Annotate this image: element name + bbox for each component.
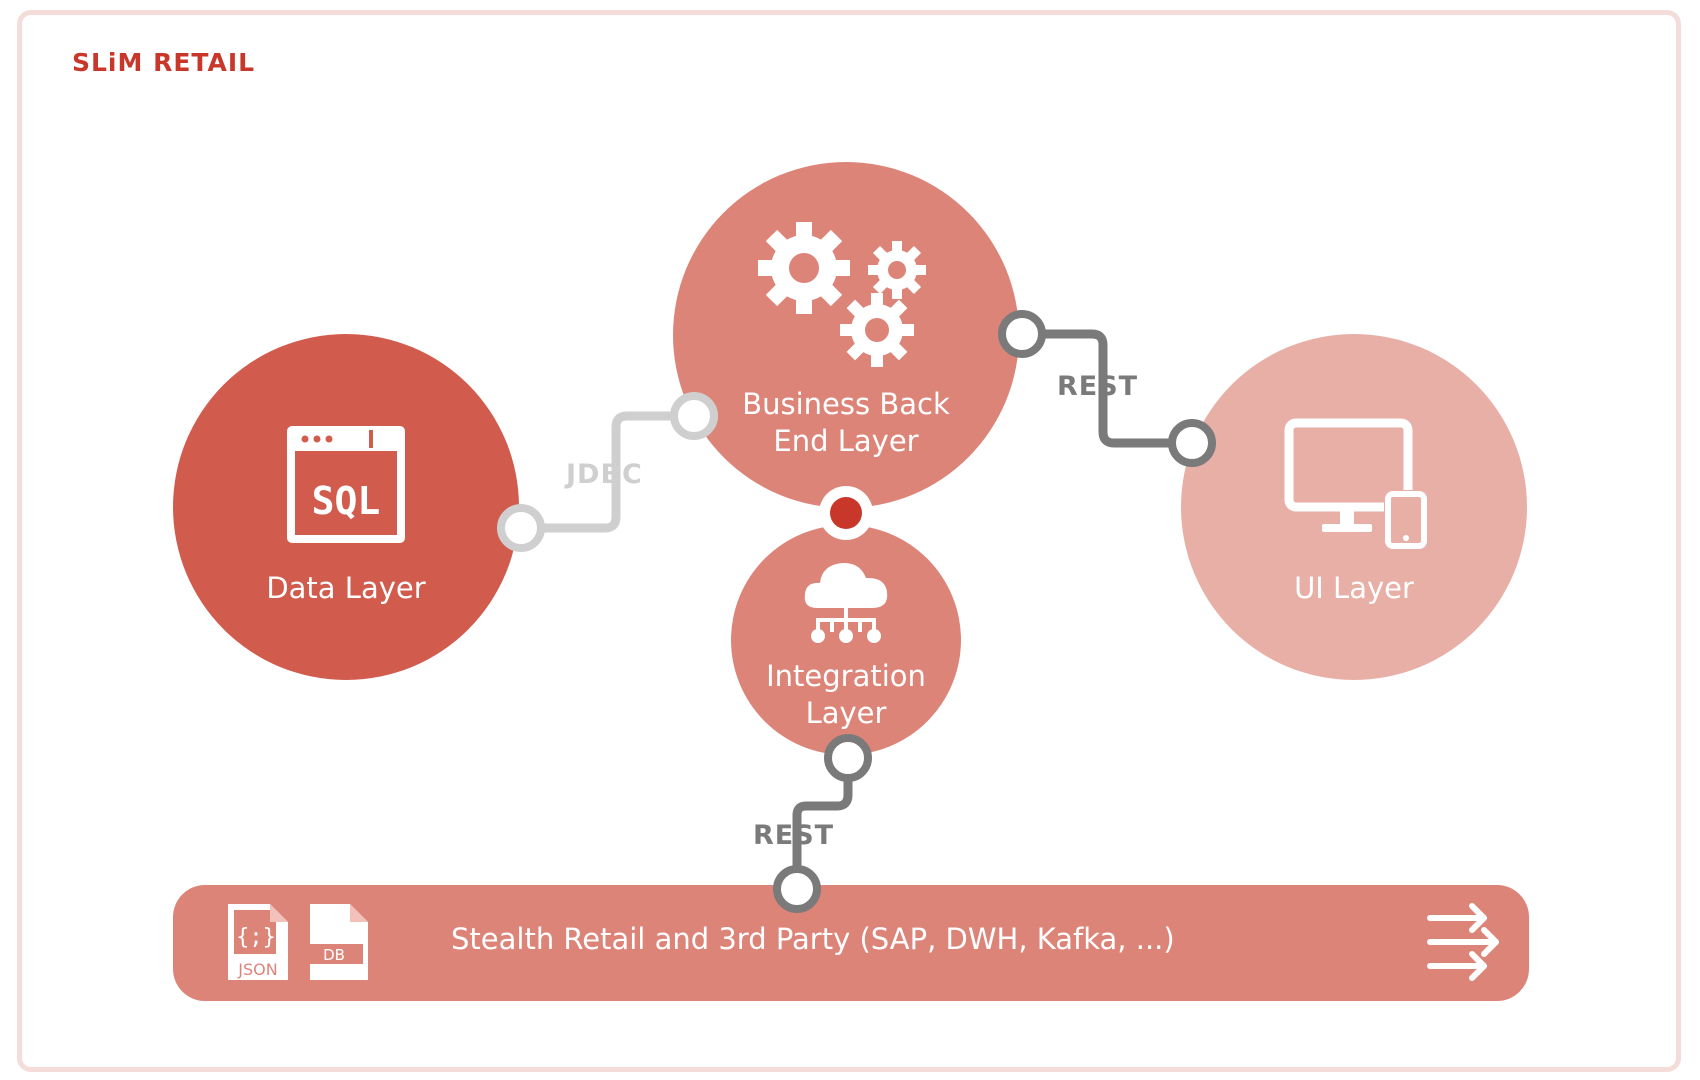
sql-window-icon: SQL xyxy=(287,426,405,543)
db-file-icon: DB xyxy=(305,904,368,980)
integration-layer-label: Integration Layer xyxy=(716,658,976,732)
json-file-icon: {;} JSON xyxy=(228,904,288,980)
rest-label-business-ui: REST xyxy=(1057,371,1139,402)
integration-label-line2: Layer xyxy=(805,696,887,730)
junction-dot xyxy=(830,497,862,529)
jdbc-label: JDBC xyxy=(566,459,643,490)
integration-label-line1: Integration xyxy=(766,659,926,693)
db-icon-text: DB xyxy=(323,946,345,964)
jdbc-connector xyxy=(497,392,718,552)
data-layer-label: Data Layer xyxy=(266,571,426,605)
ui-layer-label: UI Layer xyxy=(1294,571,1414,605)
rest-connector-integration-bar xyxy=(773,734,872,913)
rest-connector-business-ui xyxy=(998,310,1216,467)
json-icon-text: JSON xyxy=(237,960,277,979)
brand-title: SLiM RETAIL xyxy=(72,48,256,77)
business-label-line2: End Layer xyxy=(773,424,919,458)
sql-icon-text: SQL xyxy=(312,479,381,523)
business-label-line1: Business Back xyxy=(742,387,950,421)
json-icon-symbol: {;} xyxy=(236,925,276,950)
business-layer-label: Business Back End Layer xyxy=(696,386,996,460)
gears-icon xyxy=(758,222,926,367)
triple-arrow-icon xyxy=(1427,903,1499,981)
external-systems-bar[interactable] xyxy=(173,885,1529,1001)
monitor-phone-icon xyxy=(1284,418,1428,549)
rest-label-integration: REST xyxy=(753,820,835,851)
cloud-network-icon xyxy=(804,562,888,643)
external-systems-label: Stealth Retail and 3rd Party (SAP, DWH, … xyxy=(451,922,1175,956)
